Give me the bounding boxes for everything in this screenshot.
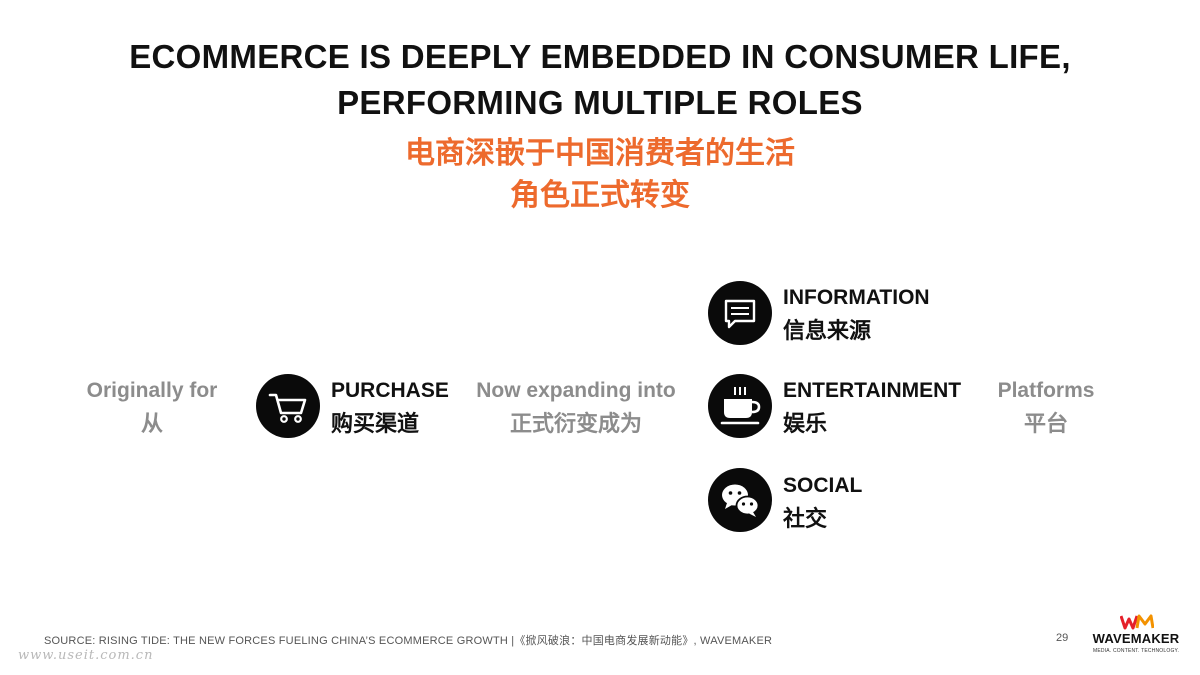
entertainment-label-en: ENTERTAINMENT bbox=[783, 379, 962, 402]
coffee-cup-icon bbox=[708, 374, 772, 438]
destination-label-en: Platforms bbox=[997, 379, 1095, 402]
purchase-role: PURCHASE 购买渠道 bbox=[331, 377, 449, 443]
title-chinese: 电商深嵌于中国消费者的生活 角色正式转变 bbox=[0, 133, 1200, 217]
wechat-icon bbox=[708, 468, 772, 532]
page-number: 29 bbox=[1056, 632, 1069, 644]
purchase-label-cn: 购买渠道 bbox=[331, 411, 420, 436]
destination-label: Platforms 平台 bbox=[984, 377, 1108, 443]
social-label-en: SOCIAL bbox=[783, 474, 863, 497]
origin-label-cn: 从 bbox=[140, 411, 163, 436]
source-citation: SOURCE: RISING TIDE: THE NEW FORCES FUEL… bbox=[44, 635, 773, 647]
origin-label: Originally for 从 bbox=[74, 377, 230, 443]
wm-logo-mark bbox=[1120, 614, 1154, 630]
title-english: ECOMMERCE IS DEEPLY EMBEDDED IN CONSUMER… bbox=[0, 34, 1200, 126]
information-label-cn: 信息来源 bbox=[783, 318, 872, 343]
logo-name: WAVEMAKER bbox=[1092, 631, 1180, 646]
expanding-label: Now expanding into 正式衍变成为 bbox=[464, 377, 688, 443]
entertainment-label-cn: 娱乐 bbox=[783, 411, 828, 436]
social-role: SOCIAL 社交 bbox=[783, 472, 862, 538]
entertainment-role: ENTERTAINMENT 娱乐 bbox=[783, 377, 961, 443]
expanding-label-cn: 正式衍变成为 bbox=[509, 411, 642, 436]
title-cn-line-2: 角色正式转变 bbox=[510, 179, 690, 212]
origin-label-en: Originally for bbox=[86, 379, 218, 402]
information-label-en: INFORMATION bbox=[783, 286, 930, 309]
shopping-cart-icon bbox=[256, 374, 320, 438]
logo-tagline: MEDIA. CONTENT. TECHNOLOGY. bbox=[1092, 648, 1180, 654]
title-cn-line-1: 电商深嵌于中国消费者的生活 bbox=[405, 137, 795, 170]
wavemaker-logo: WAVEMAKER MEDIA. CONTENT. TECHNOLOGY. bbox=[1088, 614, 1184, 662]
message-icon bbox=[708, 281, 772, 345]
destination-label-cn: 平台 bbox=[1023, 411, 1068, 436]
purchase-label-en: PURCHASE bbox=[331, 379, 449, 402]
title-line-2: PERFORMING MULTIPLE ROLES bbox=[337, 84, 863, 121]
watermark: www.useit.com.cn bbox=[18, 648, 154, 663]
social-label-cn: 社交 bbox=[783, 506, 828, 531]
title-line-1: ECOMMERCE IS DEEPLY EMBEDDED IN CONSUMER… bbox=[129, 38, 1071, 75]
expanding-label-en: Now expanding into bbox=[476, 379, 676, 402]
information-role: INFORMATION 信息来源 bbox=[783, 284, 930, 350]
